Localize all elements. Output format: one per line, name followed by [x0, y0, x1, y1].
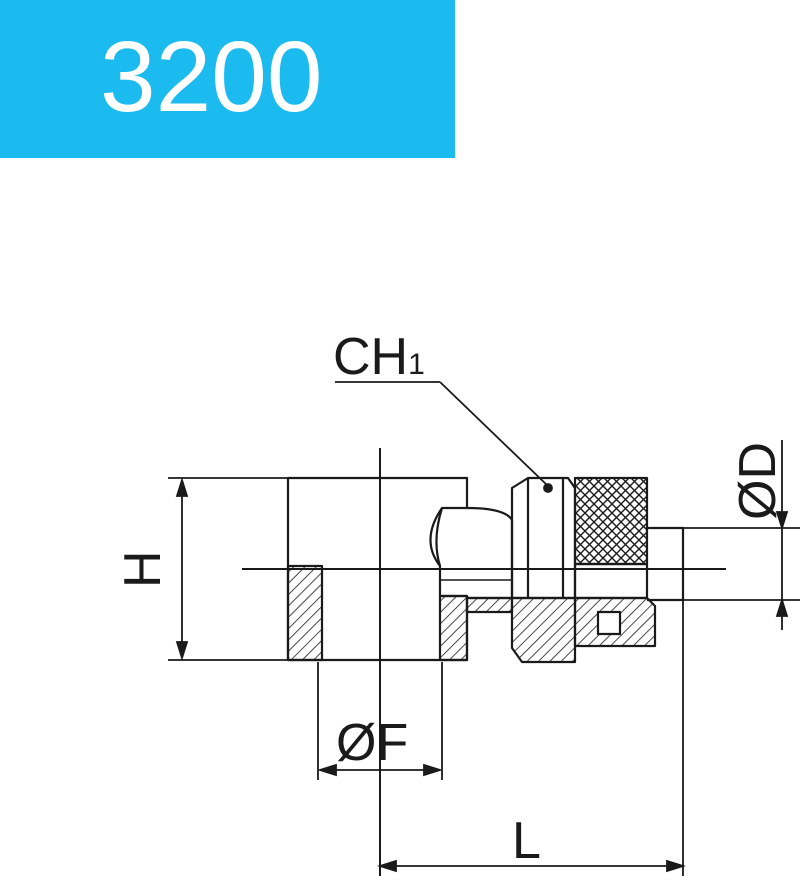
- body-section-hatch: [286, 564, 324, 662]
- product-code: 3200: [100, 21, 323, 133]
- ch-label: CH1: [333, 328, 425, 386]
- ch-leader-dot: [543, 483, 553, 493]
- tube-stub: [647, 526, 685, 602]
- f-label: ØF: [336, 714, 408, 772]
- l-label: L: [512, 812, 541, 870]
- h-label: H: [114, 550, 172, 588]
- hex-nut: [510, 476, 577, 600]
- title-bar: 3200: [0, 0, 455, 158]
- knurled-ring: [573, 476, 649, 566]
- d-label: ØD: [729, 442, 787, 520]
- ball-joint: [466, 506, 514, 600]
